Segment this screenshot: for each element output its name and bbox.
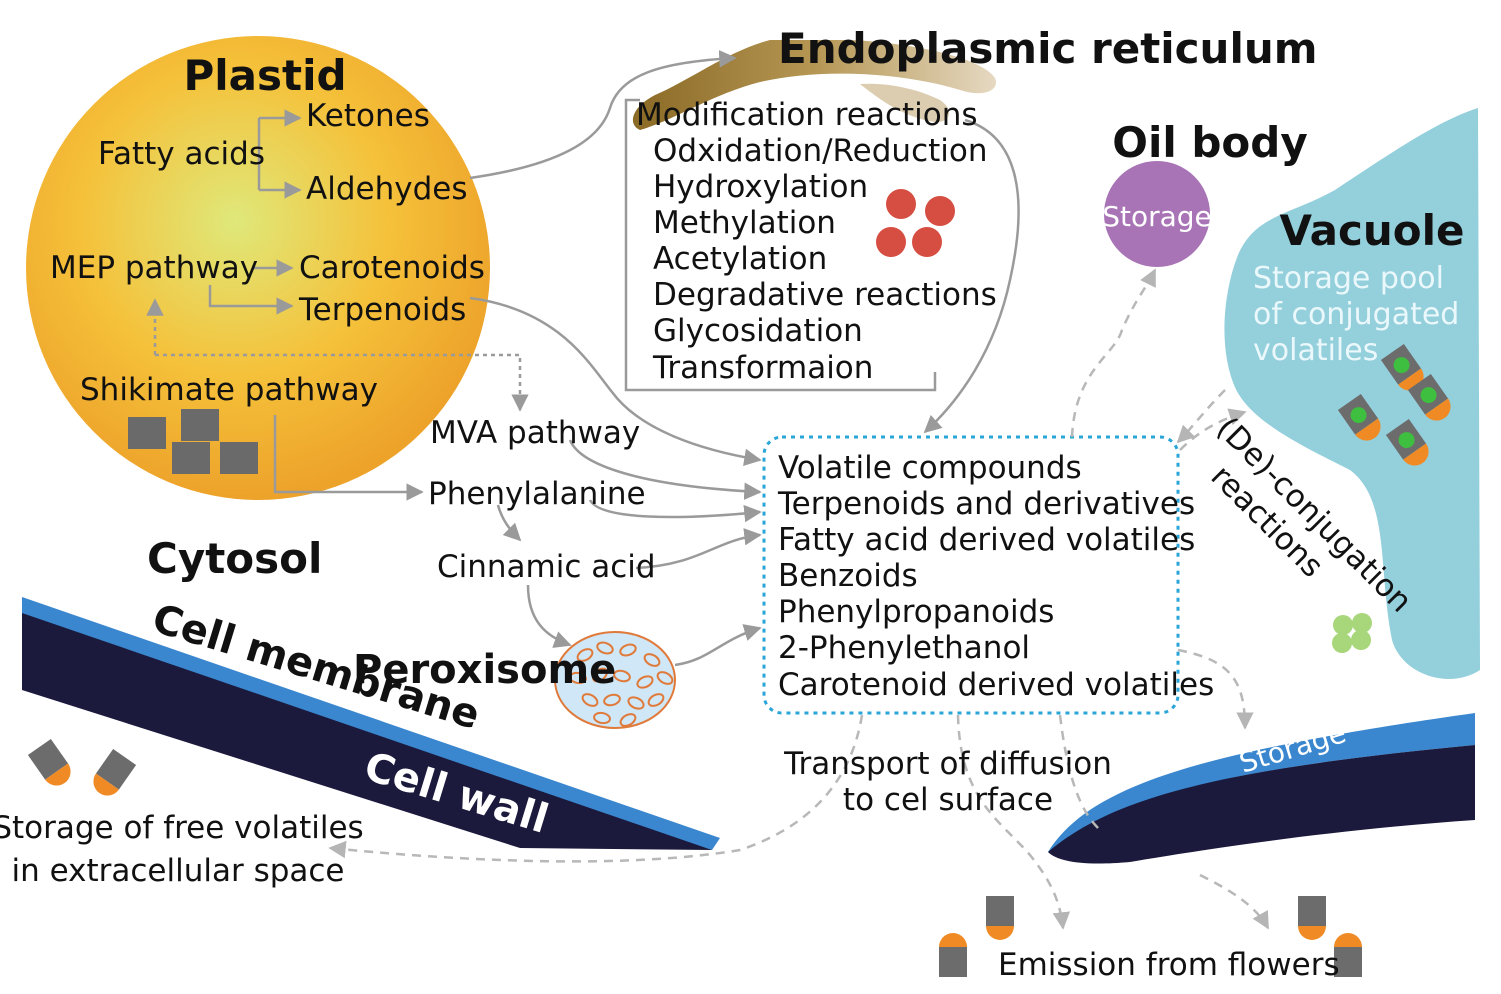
cytosol-title: Cytosol xyxy=(147,534,322,583)
ketones-label: Ketones xyxy=(306,98,430,134)
carotenoids-label: Carotenoids xyxy=(299,250,485,286)
er-item: Acetylation xyxy=(653,241,827,277)
volatile-capsule-icon xyxy=(939,933,967,977)
volatile-item: Terpenoids and derivatives xyxy=(777,486,1195,522)
volatile-capsule-icon xyxy=(1407,373,1451,421)
emission-label: Emission from flowers xyxy=(998,947,1340,983)
transport-line: to cel surface xyxy=(843,782,1053,818)
volatiles-box xyxy=(762,435,1180,715)
volatile-capsule-icon xyxy=(1385,418,1429,466)
volatile-capsule-icon xyxy=(986,896,1014,940)
pathway-arrows xyxy=(208,50,1020,667)
transport-line: Transport of diffusion xyxy=(783,746,1112,782)
volatile-capsule-icon xyxy=(1337,393,1381,441)
volatile-capsule-icon xyxy=(27,738,71,786)
er-item: Transformaion xyxy=(652,350,873,386)
er-title: Endoplasmic reticulum xyxy=(778,24,1318,73)
terpenoids-label: Terpenoids xyxy=(298,292,466,328)
volatile-item: Benzoids xyxy=(778,558,918,594)
vacuole-pool-line: Storage pool xyxy=(1253,261,1444,296)
shikimate-squares-icon xyxy=(128,409,258,474)
aldehydes-label: Aldehydes xyxy=(306,171,467,207)
plastid-title: Plastid xyxy=(183,51,346,100)
oil-body-storage: Storage xyxy=(1102,200,1212,233)
oil-body-title: Oil body xyxy=(1112,118,1307,167)
cell-wall-shape xyxy=(22,597,720,850)
fatty-acids-label: Fatty acids xyxy=(98,136,265,172)
er-item: Methylation xyxy=(653,205,836,241)
er-item: Hydroxylation xyxy=(653,169,868,205)
volatile-item: 2-Phenylethanol xyxy=(778,630,1030,666)
er-dots-icon xyxy=(876,189,955,257)
green-dots-icon xyxy=(1332,613,1372,653)
mva-exchange-arrow xyxy=(146,298,529,412)
vacuole-title: Vacuole xyxy=(1279,206,1464,255)
volatile-item: Volatile compounds xyxy=(778,450,1082,486)
vacuole-pool-line: of conjugated xyxy=(1253,297,1459,332)
transport-arrows xyxy=(328,268,1270,930)
shikimate-label: Shikimate pathway xyxy=(80,372,378,408)
er-item: Degradative reactions xyxy=(653,277,997,313)
volatile-capsule-icon xyxy=(93,748,137,796)
phenylalanine-label: Phenylalanine xyxy=(428,476,646,512)
oil-body-organelle xyxy=(1104,161,1210,267)
volatile-capsule-icon xyxy=(1334,933,1362,977)
modification-bracket xyxy=(624,98,937,392)
peroxisome-organelle xyxy=(554,631,676,729)
modification-heading: Modification reactions xyxy=(636,97,978,133)
vacuole-organelle xyxy=(1224,108,1480,679)
extracellular-line: in extracellular space xyxy=(11,853,344,889)
surface-storage-shape xyxy=(1048,713,1475,864)
mva-pathway-label: MVA pathway xyxy=(430,415,640,451)
er-item: Odxidation/Reduction xyxy=(653,133,988,169)
vacuole-pool-line: volatiles xyxy=(1253,333,1378,368)
er-item: Glycosidation xyxy=(653,313,863,349)
extracellular-line: Storage of free volatiles xyxy=(0,810,364,846)
volatile-item: Fatty acid derived volatiles xyxy=(778,522,1195,558)
volatile-item: Phenylpropanoids xyxy=(778,594,1054,630)
volatile-item: Carotenoid derived volatiles xyxy=(778,667,1214,703)
mep-pathway-label: MEP pathway xyxy=(50,250,258,286)
peroxisome-title: Peroxisome xyxy=(353,647,616,693)
volatile-capsules xyxy=(27,343,1451,977)
volatile-capsule-icon xyxy=(1298,896,1326,940)
cinnamic-acid-label: Cinnamic acid xyxy=(437,549,656,585)
